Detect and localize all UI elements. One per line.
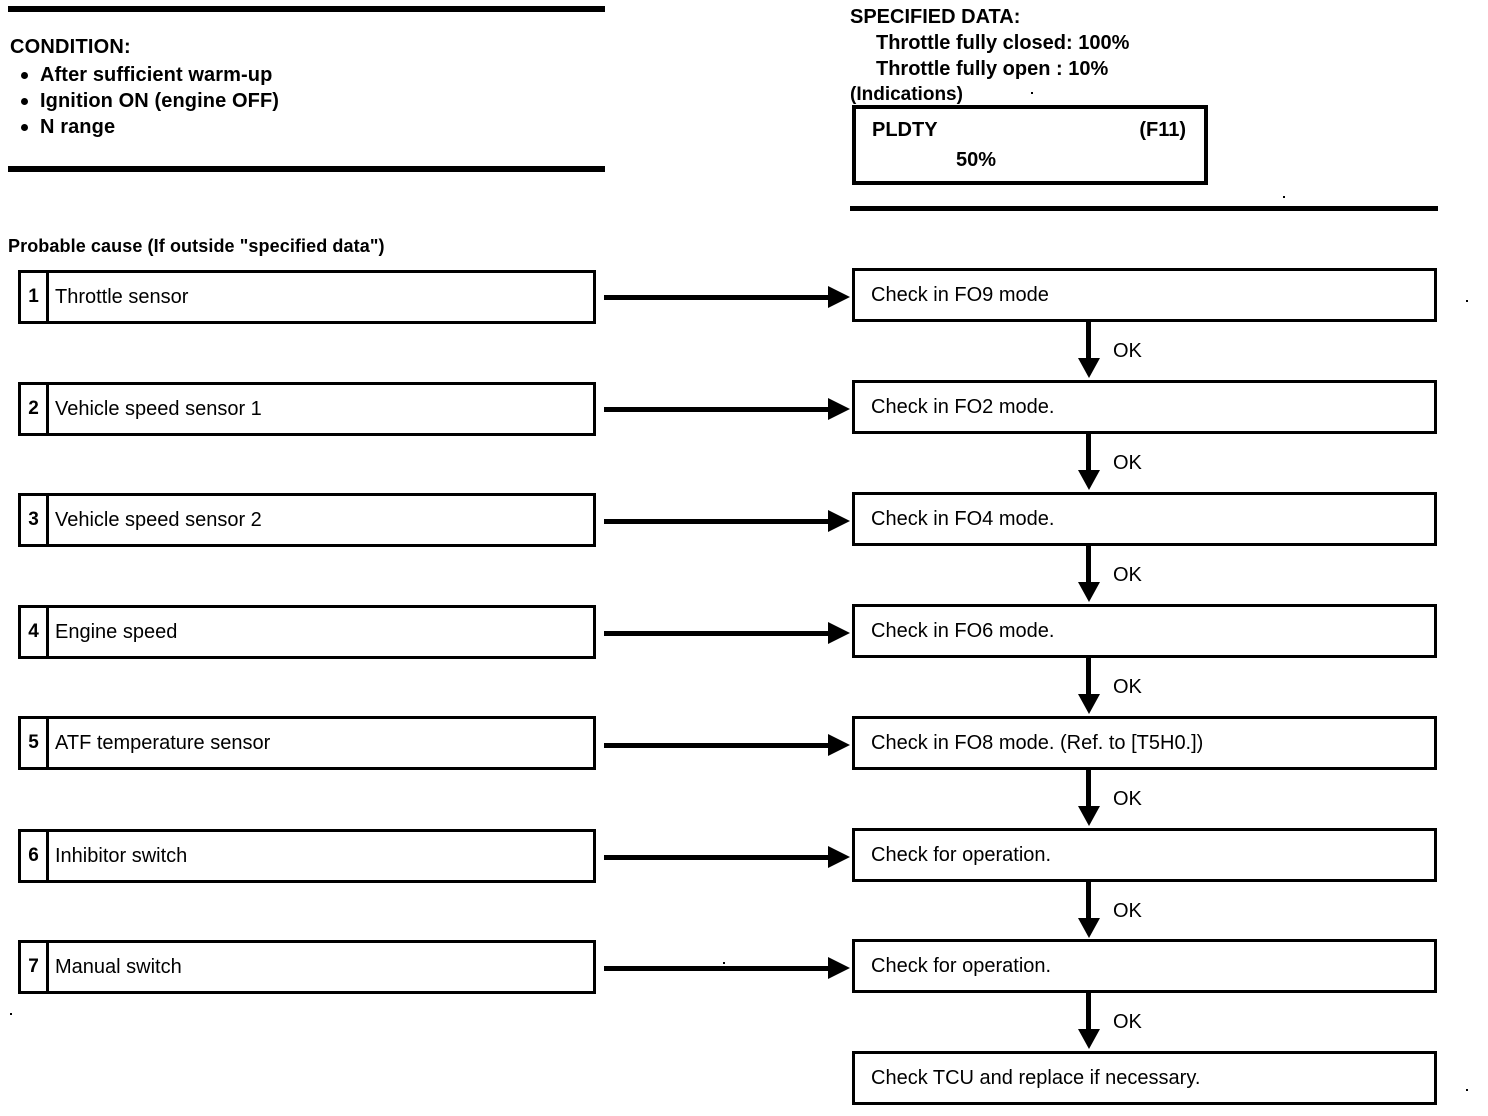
cause-box-6: 6 Inhibitor switch [18, 829, 596, 883]
throttle-open-spec: Throttle fully open : 10% [876, 58, 1109, 80]
connector-arrow-4 [604, 622, 850, 644]
cause-number-3: 3 [21, 496, 49, 544]
cause-number-5: 5 [21, 719, 49, 767]
condition-list: After sufficient warm-up Ignition ON (en… [10, 62, 610, 140]
cause-box-3: 3 Vehicle speed sensor 2 [18, 493, 596, 547]
indications-label: (Indications) [850, 84, 963, 105]
condition-item-3: N range [10, 114, 610, 140]
cause-label-1: Throttle sensor [55, 285, 189, 308]
check-box-4: Check in FO6 mode. [852, 604, 1437, 658]
condition-block: CONDITION: After sufficient warm-up Igni… [10, 34, 610, 140]
ok-label-6: OK [1113, 900, 1142, 922]
bottom-rule-right [850, 206, 1438, 211]
ok-arrow-4 [1078, 658, 1100, 716]
ok-label-2: OK [1113, 452, 1142, 474]
scan-speck [1031, 92, 1033, 94]
probable-cause-heading: Probable cause (If outside "specified da… [8, 236, 385, 256]
condition-title: CONDITION: [10, 36, 131, 58]
connector-arrow-2 [604, 398, 850, 420]
pldty-code: (F11) [1139, 119, 1186, 141]
cause-box-1: 1 Throttle sensor [18, 270, 596, 324]
bottom-rule-left [8, 166, 605, 172]
check-box-1: Check in FO9 mode [852, 268, 1437, 322]
check-label-6: Check for operation. [871, 843, 1052, 866]
pldty-label: PLDTY [872, 119, 938, 141]
top-rule-left [8, 6, 605, 12]
cause-label-2: Vehicle speed sensor 1 [55, 397, 262, 420]
ok-arrow-6 [1078, 882, 1100, 940]
check-label-4: Check in FO6 mode. [871, 619, 1055, 642]
ok-label-5: OK [1113, 788, 1142, 810]
connector-arrow-5 [604, 734, 850, 756]
scan-speck [1466, 300, 1468, 302]
cause-box-7: 7 Manual switch [18, 940, 596, 994]
connector-arrow-3 [604, 510, 850, 532]
cause-box-2: 2 Vehicle speed sensor 1 [18, 382, 596, 436]
pldty-header-row: PLDTY (F11) [872, 119, 1192, 145]
ok-arrow-3 [1078, 546, 1100, 604]
cause-number-2: 2 [21, 385, 49, 433]
check-box-2: Check in FO2 mode. [852, 380, 1437, 434]
scan-speck [723, 962, 725, 964]
cause-label-4: Engine speed [55, 620, 178, 643]
check-box-3: Check in FO4 mode. [852, 492, 1437, 546]
connector-arrow-7 [604, 957, 850, 979]
cause-label-6: Inhibitor switch [55, 844, 188, 867]
check-label-2: Check in FO2 mode. [871, 395, 1055, 418]
ok-label-4: OK [1113, 676, 1142, 698]
check-label-8: Check TCU and replace if necessary. [871, 1066, 1201, 1089]
connector-arrow-1 [604, 286, 850, 308]
scan-speck [1466, 1089, 1468, 1091]
ok-arrow-5 [1078, 770, 1100, 828]
specified-data-block: SPECIFIED DATA: Throttle fully closed: 1… [850, 4, 1450, 108]
cause-label-7: Manual switch [55, 955, 182, 978]
ok-arrow-1 [1078, 322, 1100, 380]
scan-speck [1283, 196, 1285, 198]
ok-label-1: OK [1113, 340, 1142, 362]
check-box-8: Check TCU and replace if necessary. [852, 1051, 1437, 1105]
cause-box-5: 5 ATF temperature sensor [18, 716, 596, 770]
ok-arrow-2 [1078, 434, 1100, 492]
cause-label-3: Vehicle speed sensor 2 [55, 508, 262, 531]
condition-item-1: After sufficient warm-up [10, 62, 610, 88]
check-label-7: Check for operation. [871, 954, 1052, 977]
cause-number-4: 4 [21, 608, 49, 656]
condition-item-2: Ignition ON (engine OFF) [10, 88, 610, 114]
cause-label-5: ATF temperature sensor [55, 731, 271, 754]
pldty-display-box: PLDTY (F11) 50% [852, 105, 1208, 185]
pldty-value: 50% [956, 149, 997, 171]
connector-arrow-6 [604, 846, 850, 868]
check-label-5: Check in FO8 mode. (Ref. to [T5H0.]) [871, 731, 1204, 754]
cause-number-1: 1 [21, 273, 49, 321]
cause-number-7: 7 [21, 943, 49, 991]
check-label-3: Check in FO4 mode. [871, 507, 1055, 530]
ok-label-7: OK [1113, 1011, 1142, 1033]
ok-arrow-7 [1078, 993, 1100, 1051]
throttle-closed-spec: Throttle fully closed: 100% [876, 32, 1130, 54]
check-box-7: Check for operation. [852, 939, 1437, 993]
check-box-6: Check for operation. [852, 828, 1437, 882]
scan-speck [10, 1013, 12, 1015]
ok-label-3: OK [1113, 564, 1142, 586]
cause-box-4: 4 Engine speed [18, 605, 596, 659]
specified-data-title: SPECIFIED DATA: [850, 6, 1021, 28]
check-label-1: Check in FO9 mode [871, 283, 1049, 306]
check-box-5: Check in FO8 mode. (Ref. to [T5H0.]) [852, 716, 1437, 770]
cause-number-6: 6 [21, 832, 49, 880]
